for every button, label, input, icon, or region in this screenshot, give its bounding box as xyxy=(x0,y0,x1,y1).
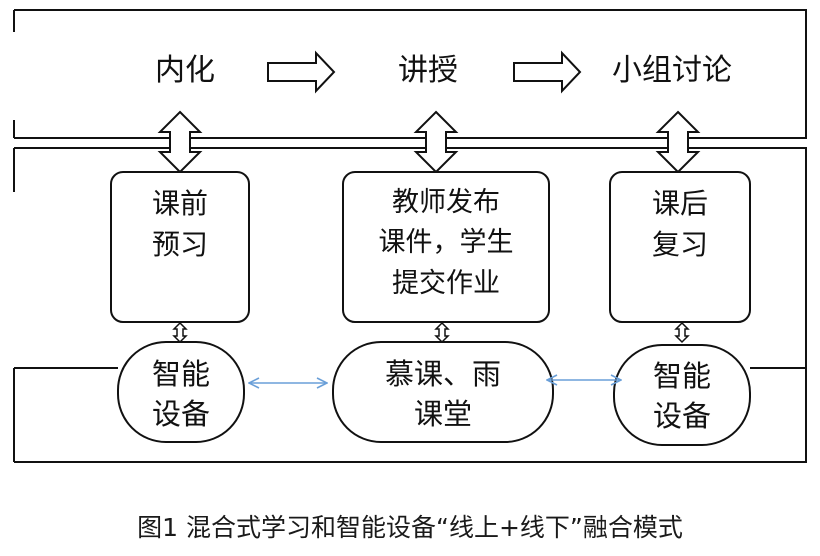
box-post-class-review xyxy=(609,171,751,323)
flow-arrow-1-icon xyxy=(267,50,336,94)
small-link-right-icon xyxy=(674,321,690,344)
stage-label-lecture: 讲授 xyxy=(398,53,458,88)
small-link-left-icon xyxy=(172,321,188,344)
bottom-frame xyxy=(14,147,807,463)
device-middle-mooc xyxy=(332,341,554,443)
flow-arrow-2-icon xyxy=(513,50,582,94)
link-arrow-left-icon xyxy=(157,110,203,174)
box-right-line2: 复习 xyxy=(652,228,708,261)
box-middle-line2: 课件，学生 xyxy=(379,227,514,258)
device-left-line1: 智能 xyxy=(152,357,210,391)
box-middle-line1: 教师发布 xyxy=(392,187,500,218)
box-right-line1: 课后 xyxy=(652,187,708,220)
box-teacher-publish xyxy=(342,171,550,323)
device-right-line1: 智能 xyxy=(653,359,711,393)
small-link-middle-icon xyxy=(434,321,450,344)
device-left xyxy=(117,341,245,443)
stage-label-internalize: 内化 xyxy=(155,53,215,88)
device-left-line2: 设备 xyxy=(152,397,210,431)
top-frame xyxy=(14,9,807,139)
device-right xyxy=(613,344,751,446)
blended-learning-diagram: 内化 讲授 小组讨论 课前 预习 教师发布 课件，学生 提交作业 课后 复习 智… xyxy=(13,9,807,463)
box-left-line1: 课前 xyxy=(152,187,208,220)
link-arrow-right-icon xyxy=(655,110,701,174)
device-right-line2: 设备 xyxy=(653,399,711,433)
stage-label-group-discussion: 小组讨论 xyxy=(612,53,732,88)
device-middle-line2: 课堂 xyxy=(414,397,472,431)
link-arrow-middle-icon xyxy=(413,110,459,174)
figure-caption: 图1 混合式学习和智能设备“线上+线下”融合模式 xyxy=(137,513,683,542)
box-middle-line3: 提交作业 xyxy=(392,268,500,299)
device-middle-line1: 慕课、雨 xyxy=(385,357,501,391)
box-left-line2: 预习 xyxy=(152,228,208,261)
